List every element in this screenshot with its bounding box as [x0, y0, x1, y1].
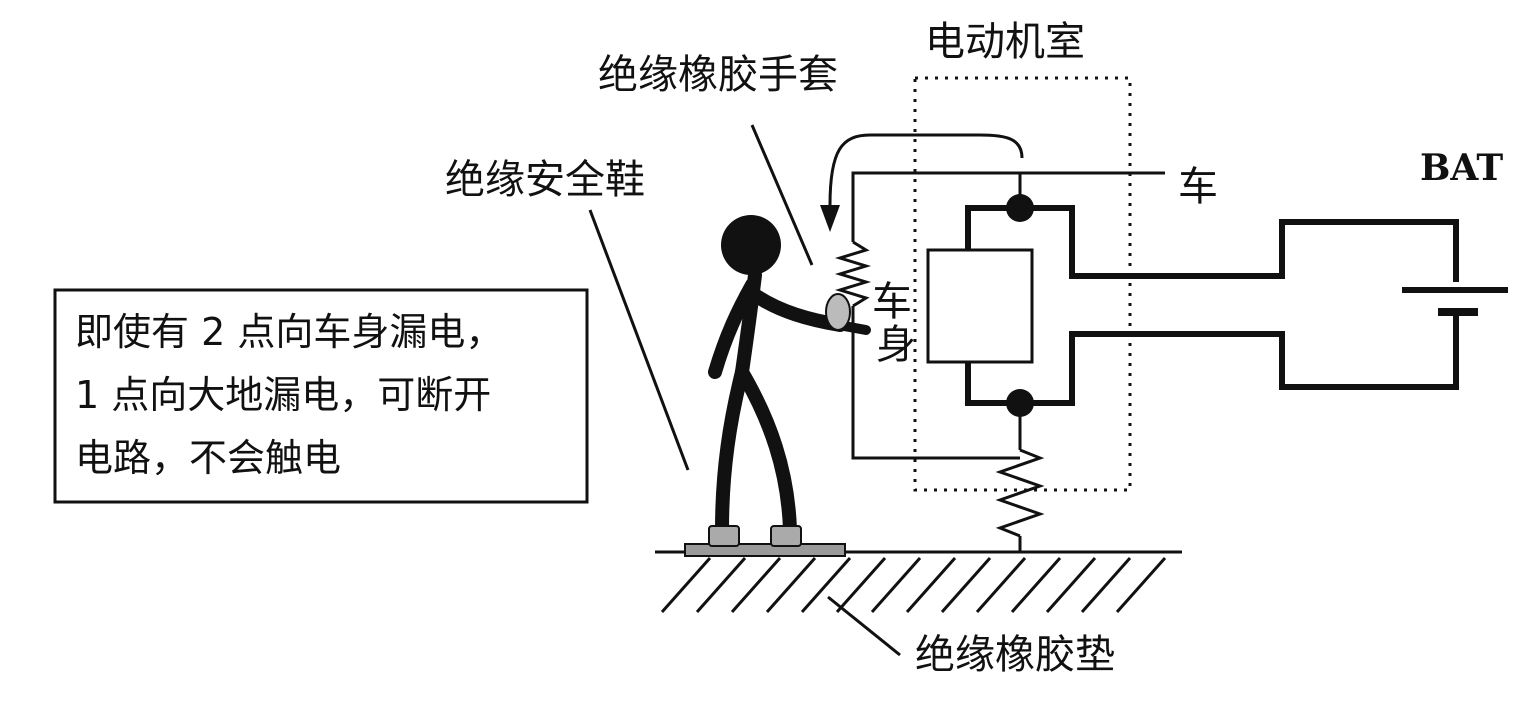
junction-bottom [1006, 389, 1034, 417]
motor-box [926, 248, 1034, 364]
car-label: 车 [1178, 164, 1218, 210]
ground-surface [655, 550, 1182, 613]
bat-label: BAT [1420, 147, 1503, 189]
rubber-glove [825, 293, 851, 331]
note-line-1: 即使有 2 点向车身漏电， [75, 310, 503, 354]
shoes-label: 绝缘安全鞋 [445, 157, 645, 203]
ground-resistor [995, 400, 1045, 552]
shoes-leader-line [588, 209, 690, 471]
body-label-char1: 车 [872, 279, 912, 325]
car-body-circuit [834, 171, 1062, 460]
motor-room-label: 电动机室 [925, 19, 1085, 65]
note-box: 即使有 2 点向车身漏电， 1 点向大地漏电，可断开 电路，不会触电 [53, 288, 589, 504]
gloves-leader-line [750, 124, 814, 266]
left-safety-shoe [708, 525, 740, 547]
body-label-char2: 身 [876, 322, 916, 368]
battery-symbol [1402, 287, 1508, 316]
junction-top [1006, 194, 1034, 222]
mat-leader-line [827, 595, 901, 657]
motor-circuit [926, 194, 1459, 417]
motor-room-boundary [913, 76, 1132, 492]
gloves-label: 绝缘橡胶手套 [598, 52, 838, 98]
leakage-arrow [820, 133, 1024, 232]
worker-figure [708, 215, 871, 537]
note-line-2: 1 点向大地漏电，可断开 [75, 373, 491, 417]
worker-hand [839, 321, 871, 335]
worker-head [721, 215, 781, 275]
right-safety-shoe [770, 525, 802, 547]
note-line-3: 电路，不会触电 [75, 436, 341, 480]
mat-label: 绝缘橡胶垫 [915, 632, 1115, 678]
